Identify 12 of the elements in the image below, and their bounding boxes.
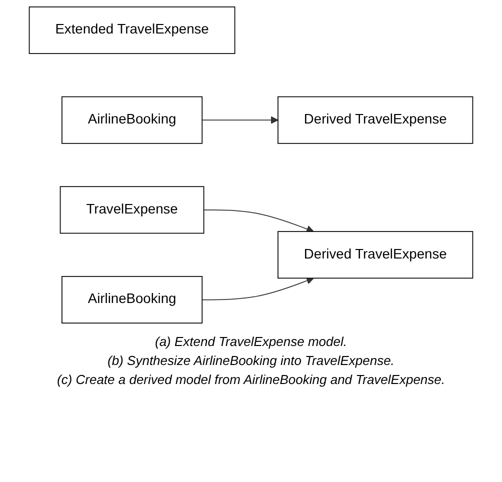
node-box: Derived TravelExpense — [278, 231, 474, 279]
caption: (c) Create a derived model from AirlineBooking and TravelExpense. — [56, 372, 445, 387]
node-box: Derived TravelExpense — [278, 96, 474, 144]
arrow — [203, 209, 314, 233]
arrow — [202, 116, 278, 124]
node-box: TravelExpense — [60, 186, 204, 234]
node-box: AirlineBooking — [62, 276, 203, 324]
node-box: AirlineBooking — [62, 96, 203, 144]
arrow — [202, 277, 314, 300]
caption: (b) Synthesize AirlineBooking into TravelExpense. — [106, 353, 396, 368]
node-box: Extended TravelExpense — [28, 6, 236, 54]
caption: (a) Extend TravelExpense model. — [154, 334, 348, 349]
